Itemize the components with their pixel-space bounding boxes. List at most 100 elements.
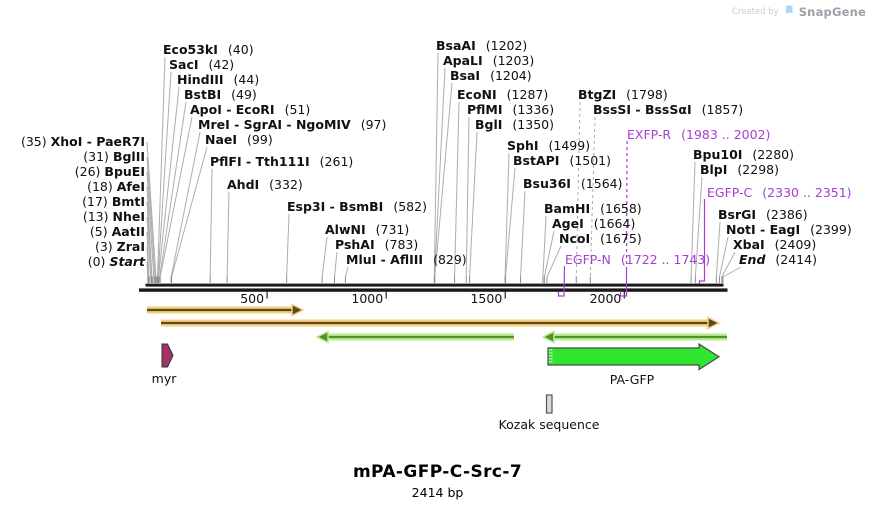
- primer-extent-mark[interactable]: [619, 268, 628, 297]
- site-position: (49): [231, 87, 257, 102]
- site-label-BamHI[interactable]: BamHI(1658): [544, 202, 642, 216]
- leader-line: [146, 156, 156, 284]
- site-position: (40): [227, 42, 254, 57]
- site-name: Esp3I - BsmBI: [287, 199, 384, 214]
- site-label-NheI[interactable]: (13)NheI: [83, 210, 145, 224]
- site-label-BsaAI[interactable]: BsaAI (1202): [436, 39, 527, 53]
- primer-extent-mark[interactable]: [698, 199, 706, 284]
- site-label-PflMI[interactable]: PflMI(1336): [467, 103, 554, 117]
- primer-label-EGFP-C[interactable]: EGFP-C(2330 .. 2351): [707, 186, 852, 200]
- primer-label-EXFP-R[interactable]: EXFP-R(1983 .. 2002): [627, 128, 770, 142]
- site-label-Bsu36I[interactable]: Bsu36I(1564): [523, 177, 623, 191]
- site-label-ApaLI[interactable]: ApaLI(1203): [443, 54, 534, 68]
- site-label-NotI-EagI[interactable]: NotI - EagI(2399): [726, 223, 852, 237]
- site-name: BsrGI: [718, 207, 757, 222]
- site-label-BlpI[interactable]: BlpI(2298): [700, 163, 779, 177]
- site-label-Eco53kI[interactable]: Eco53kI (40): [163, 43, 254, 57]
- site-label-Esp3I-BsmBI[interactable]: Esp3I - BsmBI(582): [287, 200, 427, 214]
- site-position: (1499): [548, 138, 591, 153]
- site-position: (261): [319, 154, 354, 169]
- site-label-Start[interactable]: (0)Start: [88, 255, 145, 269]
- site-label-BstAPI[interactable]: BstAPI(1501): [513, 154, 611, 168]
- site-label-AlwNI[interactable]: AlwNI(731): [325, 223, 409, 237]
- site-label-BsaI[interactable]: BsaI(1204): [450, 69, 532, 83]
- site-name: EcoNI: [457, 87, 497, 102]
- site-name: MluI - AflIII: [346, 252, 424, 267]
- site-position: (0): [87, 254, 106, 269]
- site-position: (1564): [580, 176, 623, 191]
- site-name: BglI: [475, 117, 503, 132]
- site-label-BpuEI[interactable]: (26)BpuEI: [75, 165, 145, 179]
- site-position: (2386): [766, 207, 808, 222]
- ruler-label: 1500: [470, 291, 502, 306]
- site-label-ZraI[interactable]: (3)ZraI: [95, 240, 145, 254]
- site-label-PshAI[interactable]: PshAI(783): [335, 238, 418, 252]
- leader-line: [146, 141, 157, 284]
- site-position: (1202): [485, 38, 528, 53]
- site-label-BglI[interactable]: BglI(1350): [475, 118, 554, 132]
- site-label-PflFI-Tth111I[interactable]: PflFI - Tth111I (261): [210, 155, 353, 169]
- site-label-BglII[interactable]: (31)BglII: [83, 150, 145, 164]
- leader-line: [454, 101, 460, 278]
- leader-line: [694, 176, 703, 278]
- site-label-AatII[interactable]: (5)AatII: [90, 225, 145, 239]
- site-name: Eco53kI: [163, 42, 218, 57]
- site-label-SacI[interactable]: SacI(42): [169, 58, 234, 72]
- leader-line: [146, 171, 155, 284]
- site-label-BmtI[interactable]: (17)BmtI: [82, 195, 145, 209]
- site-name: EGFP-N: [565, 252, 611, 267]
- leader-line: [170, 131, 201, 278]
- site-name: PflFI - Tth111I: [210, 154, 310, 169]
- site-label-XbaI[interactable]: XbaI(2409): [733, 238, 816, 252]
- site-label-HindIII[interactable]: HindIII(44): [177, 73, 259, 87]
- site-label-AhdI[interactable]: AhdI(332): [227, 178, 303, 192]
- site-label-BsrGI[interactable]: BsrGI (2386): [718, 208, 808, 222]
- site-label-MreI-SgrAI-NgoMIV[interactable]: MreI - SgrAI - NgoMIV(97): [198, 118, 386, 132]
- pa-gfp-label: PA-GFP: [609, 372, 655, 387]
- site-name: Start: [109, 254, 145, 269]
- kozak-feature-box[interactable]: [545, 394, 553, 414]
- site-position: (1798): [626, 87, 668, 102]
- leader-line: [434, 67, 446, 278]
- site-position: (731): [375, 222, 410, 237]
- site-position: (1287): [506, 87, 549, 102]
- site-position: (13): [82, 209, 109, 224]
- leader-line: [159, 101, 187, 278]
- primer-label-EGFP-N[interactable]: EGFP-N(1722 .. 1743): [565, 253, 710, 267]
- site-name: AatII: [111, 224, 145, 239]
- site-name: BsaAI: [436, 38, 476, 53]
- myr-feature-arrow[interactable]: [161, 343, 174, 368]
- site-label-BstBI[interactable]: BstBI(49): [184, 88, 257, 102]
- site-name: BamHI: [544, 201, 591, 216]
- site-position: (1664): [593, 216, 636, 231]
- orf-arrow-head: [707, 316, 721, 330]
- site-label-BssSI-BssSαI[interactable]: BssSI - BssSαI(1857): [593, 103, 743, 117]
- site-label-MluI-AflIII[interactable]: MluI - AflIII(829): [346, 253, 467, 267]
- site-label-Bpu10I[interactable]: Bpu10I(2280): [693, 148, 794, 162]
- site-label-XhoI-PaeR7I[interactable]: (35)XhoI - PaeR7I: [21, 135, 145, 149]
- created-by-text: Created by: [731, 7, 779, 17]
- primer-extent-mark[interactable]: [557, 265, 566, 297]
- site-name: NaeI: [205, 132, 238, 147]
- site-position: (783): [384, 237, 419, 252]
- site-position: (42): [208, 57, 235, 72]
- site-name: BlpI: [700, 162, 728, 177]
- site-position: (31): [83, 149, 109, 164]
- site-name: Bpu10I: [693, 147, 743, 162]
- site-label-BtgZI[interactable]: BtgZI(1798): [578, 88, 668, 102]
- site-name: EGFP-C: [707, 185, 753, 200]
- cds-feature-arrow[interactable]: [547, 342, 721, 371]
- orf-arrow-head: [541, 330, 555, 344]
- site-label-AfeI[interactable]: (18)AfeI: [87, 180, 145, 194]
- site-position: (2414): [775, 252, 817, 267]
- site-label-NaeI[interactable]: NaeI(99): [205, 133, 273, 147]
- site-label-EcoNI[interactable]: EcoNI (1287): [457, 88, 548, 102]
- site-label-SphI[interactable]: SphI(1499): [507, 139, 590, 153]
- site-label-End[interactable]: End(2414): [739, 253, 817, 267]
- site-label-ApoI-EcoRI[interactable]: ApoI - EcoRI(51): [190, 103, 310, 117]
- leader-line: [157, 86, 180, 278]
- site-label-NcoI[interactable]: NcoI(1675): [559, 232, 642, 246]
- site-label-AgeI[interactable]: AgeI(1664): [552, 217, 635, 231]
- site-position: (51): [284, 102, 311, 117]
- site-position: (44): [233, 72, 260, 87]
